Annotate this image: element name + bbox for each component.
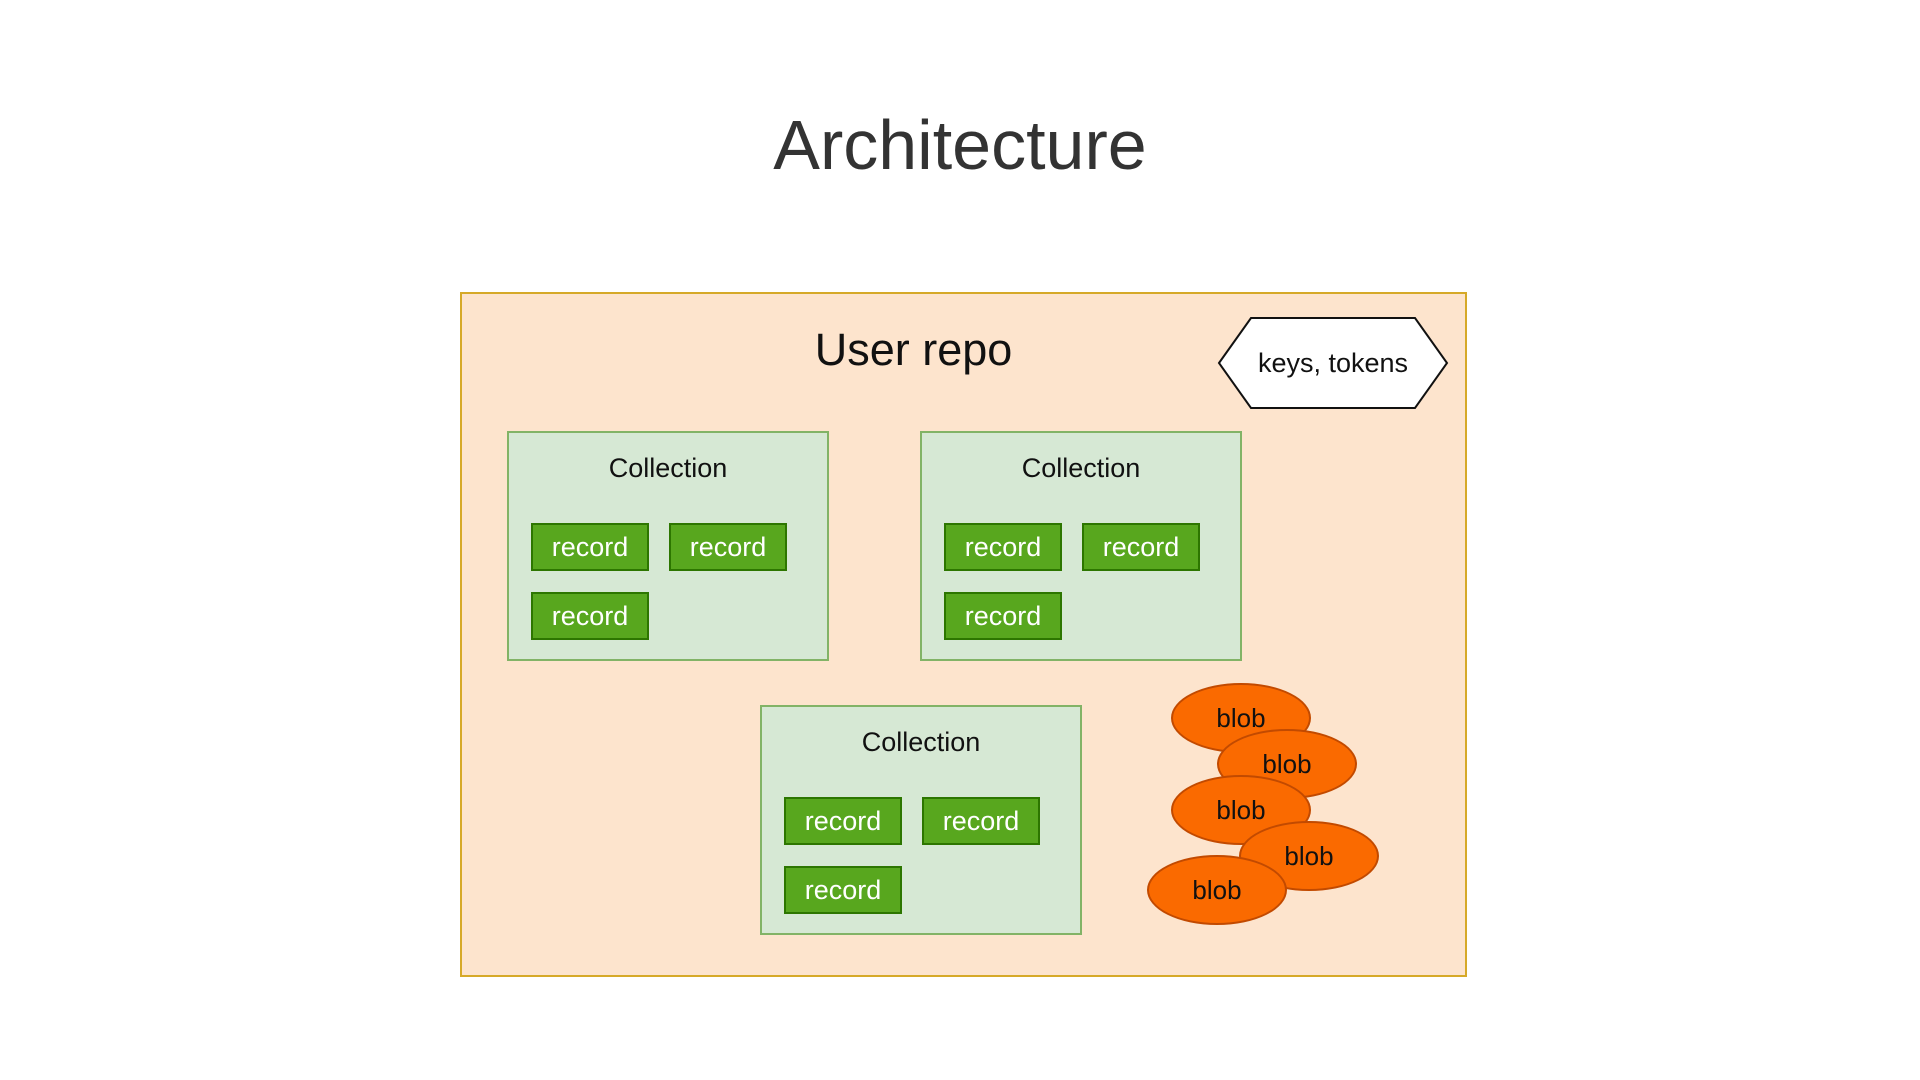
hexagon-shape	[1217, 317, 1449, 409]
record-box: record	[531, 523, 649, 571]
record-box: record	[944, 523, 1062, 571]
record-box: record	[531, 592, 649, 640]
keys-tokens-hexagon: keys, tokens	[1217, 316, 1449, 410]
collection-title: Collection	[608, 453, 728, 483]
user-repo-box: User repo keys, tokens Collection record…	[460, 292, 1467, 977]
record-box: record	[784, 866, 902, 914]
record-box: record	[922, 797, 1040, 845]
collection-box-1: Collection record record record	[507, 431, 829, 661]
repo-title: User repo	[814, 324, 1013, 375]
record-box: record	[944, 592, 1062, 640]
collection-box-2: Collection record record record	[920, 431, 1242, 661]
collection-title: Collection	[861, 727, 981, 757]
record-box: record	[669, 523, 787, 571]
keys-tokens-label: keys, tokens	[1257, 347, 1409, 378]
collection-box-3: Collection record record record	[760, 705, 1082, 935]
record-box: record	[784, 797, 902, 845]
slide-title: Architecture	[773, 106, 1147, 184]
blob-ellipse: blob	[1147, 855, 1287, 925]
record-box: record	[1082, 523, 1200, 571]
collection-title: Collection	[1021, 453, 1141, 483]
